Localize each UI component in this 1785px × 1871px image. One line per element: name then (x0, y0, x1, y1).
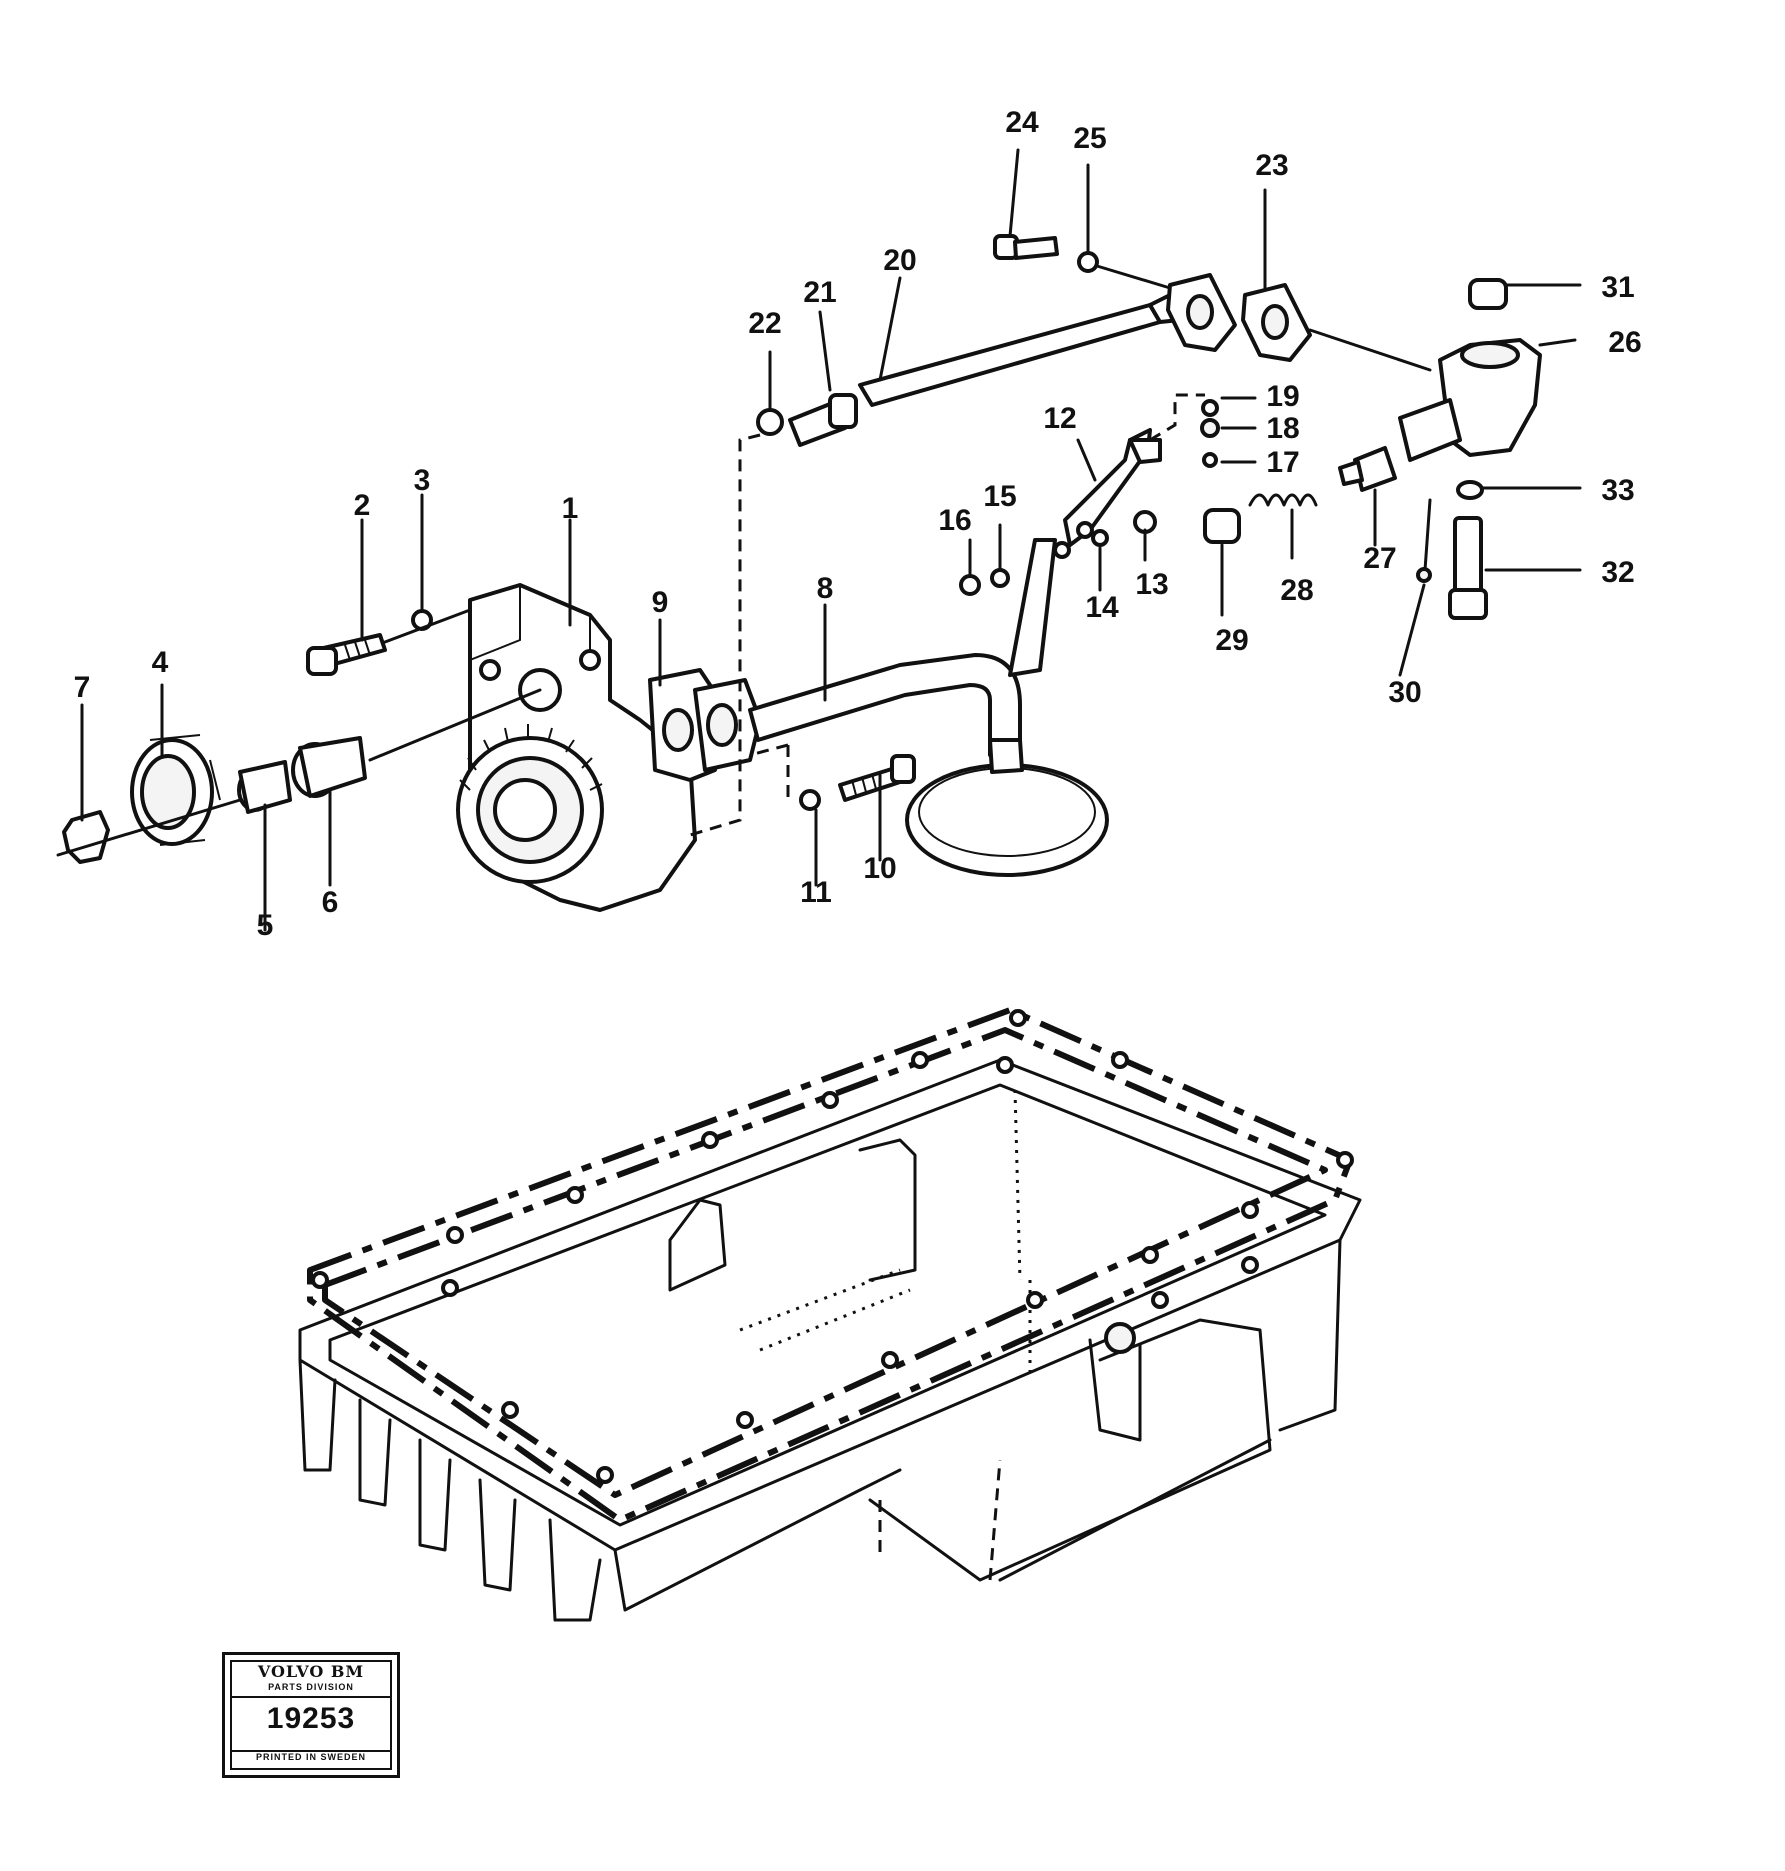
callout-23: 23 (1255, 149, 1288, 182)
callout-31: 31 (1601, 271, 1634, 304)
oil-sump-pan (298, 1007, 1362, 1622)
part-callouts: 1 2 3 4 5 6 7 8 9 10 11 12 13 14 15 16 1… (74, 106, 1642, 942)
callout-20: 20 (883, 244, 916, 277)
callout-10: 10 (863, 852, 896, 885)
callout-14: 14 (1085, 591, 1119, 624)
stamp-division: PARTS DIVISION (232, 1682, 390, 1698)
callout-18: 18 (1266, 412, 1299, 445)
callout-9: 9 (652, 586, 669, 619)
callout-29: 29 (1215, 624, 1248, 657)
callout-30: 30 (1388, 676, 1421, 709)
callout-7: 7 (74, 671, 91, 704)
callout-24: 24 (1005, 106, 1039, 139)
callout-6: 6 (322, 886, 339, 919)
callout-16: 16 (938, 504, 971, 537)
callout-8: 8 (817, 572, 834, 605)
callout-11: 11 (800, 876, 832, 909)
callout-3: 3 (414, 464, 431, 497)
callout-25: 25 (1073, 122, 1106, 155)
stamp-brand: VOLVO BM (257, 1662, 365, 1681)
callout-21: 21 (803, 276, 836, 309)
callout-26: 26 (1608, 326, 1641, 359)
callout-2: 2 (354, 489, 371, 522)
gasket-holes (311, 1009, 1354, 1484)
callout-1: 1 (562, 492, 579, 525)
callout-17: 17 (1266, 446, 1299, 479)
stamp-frame: VOLVO BM PARTS DIVISION 19253 PRINTED IN… (230, 1660, 392, 1770)
callout-5: 5 (257, 909, 274, 942)
stamp-number: 19253 (266, 1702, 356, 1735)
parts-division-stamp: VOLVO BM PARTS DIVISION 19253 PRINTED IN… (222, 1652, 400, 1778)
callout-22: 22 (748, 307, 781, 340)
callout-32: 32 (1601, 556, 1634, 589)
oil-pump-assembly (56, 234, 1542, 912)
callout-12: 12 (1043, 402, 1076, 435)
callout-19: 19 (1266, 380, 1299, 413)
callout-27: 27 (1363, 542, 1396, 575)
leader-lines (80, 148, 1582, 932)
callout-15: 15 (983, 480, 1016, 513)
stamp-footer: PRINTED IN SWEDEN (232, 1750, 390, 1768)
callout-13: 13 (1135, 568, 1168, 601)
callout-4: 4 (152, 646, 169, 679)
callout-28: 28 (1280, 574, 1313, 607)
callout-33: 33 (1601, 474, 1634, 507)
